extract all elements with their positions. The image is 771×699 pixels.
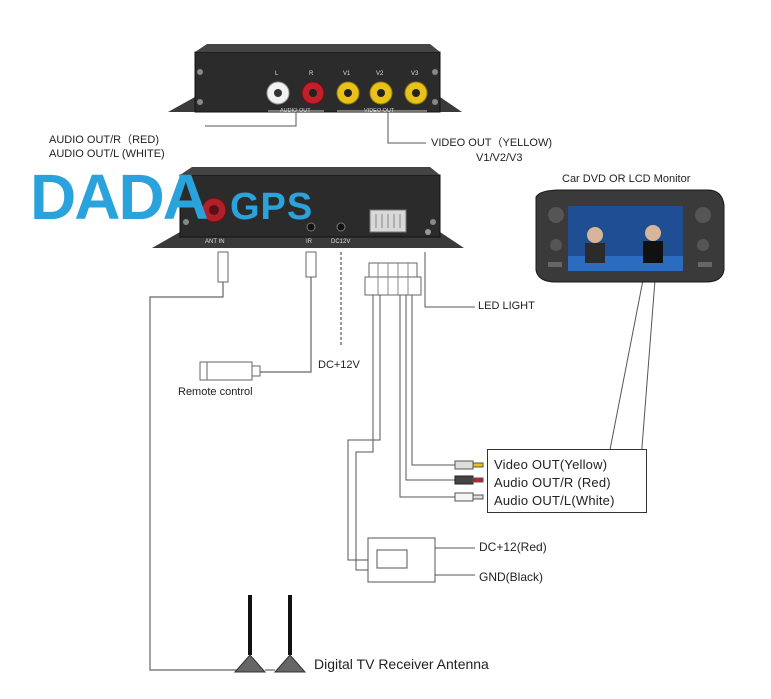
port-label-v3: V3 [411, 71, 419, 77]
video-out-sub-label: V1/V2/V3 [476, 152, 523, 164]
car-dvd-monitor [535, 189, 725, 283]
output-labels-box: Video OUT(Yellow) Audio OUT/R (Red) Audi… [487, 449, 647, 513]
port-label-v1: V1 [343, 71, 351, 77]
audio-out-leader [205, 112, 297, 127]
rca-jack-video-v2 [369, 81, 393, 105]
audio-out-l-label: AUDIO OUT/L (WHITE) [49, 148, 165, 160]
harness-connector [364, 262, 422, 296]
top-device [168, 44, 462, 113]
gnd-black-label: GND(Black) [479, 570, 544, 584]
dc12v-port-label: DC12V [331, 239, 351, 245]
rca-jack-audio-r [301, 81, 325, 105]
remote-control-label: Remote control [178, 386, 253, 398]
led-indicator [425, 229, 431, 235]
rca-jack-video-v1 [336, 81, 360, 105]
rca-plug-audio-red [454, 475, 484, 485]
rca-jack-video-v3 [404, 81, 428, 105]
ir-port-label: IR [306, 239, 312, 245]
ir-port [306, 222, 316, 232]
antenna-2 [273, 595, 307, 673]
multi-pin-socket [369, 209, 407, 233]
audio-out-group-label: AUDIO OUT [280, 108, 311, 114]
power-box [367, 537, 475, 583]
output-video-yellow: Video OUT(Yellow) [494, 457, 608, 472]
video-out-group-label: VIDEO OUT [364, 108, 395, 114]
remote-control-receiver [199, 361, 261, 381]
ant-in-connector [201, 197, 227, 223]
antenna-1 [233, 595, 267, 673]
dc12-red-label: DC+12(Red) [479, 540, 547, 554]
port-label-r: R [309, 71, 314, 77]
ant-in-port-label: ANT IN [205, 239, 225, 245]
port-label-l: L [275, 71, 279, 77]
rca-plug-video-yellow [454, 460, 484, 470]
output-audio-l-white: Audio OUT/L(White) [494, 493, 615, 508]
rca-plug-audio-white [454, 492, 484, 502]
remote-cable [260, 251, 317, 373]
video-out-label: VIDEO OUT（YELLOW) [431, 137, 553, 149]
harness-wires [347, 295, 455, 571]
watermark-suffix: GPS [230, 186, 314, 228]
output-audio-r-red: Audio OUT/R (Red) [494, 475, 611, 490]
antenna-cable [149, 251, 240, 671]
dc12v-label: DC+12V [318, 359, 360, 371]
monitor-title: Car DVD OR LCD Monitor [562, 173, 691, 185]
dc12v-port [336, 222, 346, 232]
rca-jack-audio-l [266, 81, 290, 105]
monitor-link-lines [607, 279, 656, 461]
audio-out-r-label: AUDIO OUT/R（RED) [49, 134, 159, 146]
led-light-leader [424, 252, 475, 308]
watermark-brand: DADA [30, 161, 209, 233]
antenna-label: Digital TV Receiver Antenna [314, 656, 489, 672]
led-light-label: LED LIGHT [478, 300, 535, 312]
video-out-leader [387, 112, 426, 144]
port-label-v2: V2 [376, 71, 384, 77]
